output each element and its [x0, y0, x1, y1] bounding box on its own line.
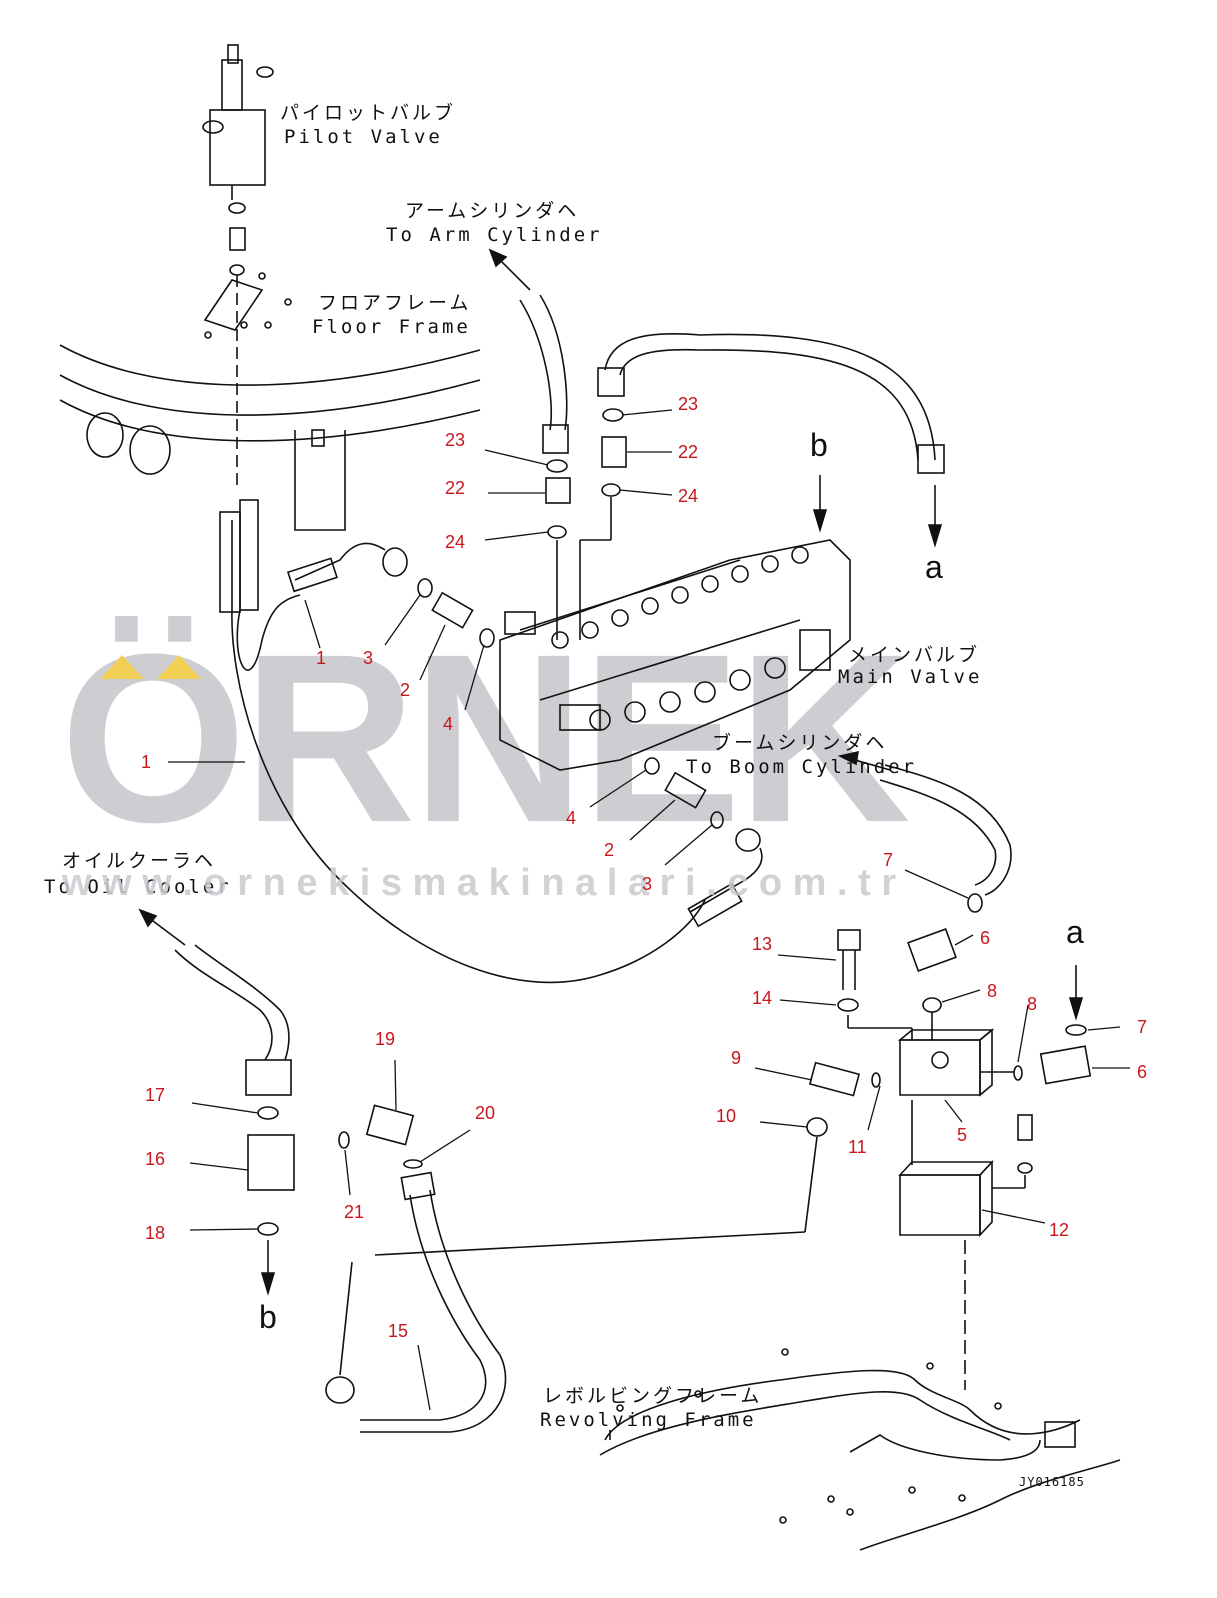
oil-cooler-label-jp: オイルクーラヘ [62, 850, 217, 872]
oil-cooler-label-en: To Oil Cooler [44, 876, 232, 898]
callout-6a: 6 [980, 928, 991, 948]
letter-b-bottom: b [259, 1299, 277, 1335]
callout-8a: 8 [987, 981, 998, 1001]
callout-7b: 7 [1137, 1017, 1148, 1037]
floor-frame-label-en: Floor Frame [312, 316, 471, 338]
callout-24a: 24 [445, 532, 466, 552]
callout-9: 9 [731, 1048, 742, 1068]
boom-cylinder-label-en: To Boom Cylinder [686, 756, 918, 778]
watermark-logo: ÖRNEK [60, 604, 911, 872]
callout-23a: 23 [445, 430, 466, 450]
callout-8b: 8 [1027, 994, 1038, 1014]
watermark-accent-right [157, 655, 201, 679]
pilot-valve-label-jp: パイロットバルブ [280, 102, 457, 124]
callout-18: 18 [145, 1223, 166, 1243]
pilot-valve-label-en: Pilot Valve [284, 126, 443, 148]
letter-a-right: a [1066, 914, 1084, 950]
callout-3b: 3 [642, 874, 653, 894]
callout-20: 20 [475, 1103, 496, 1123]
block-5-icon [897, 1028, 995, 1097]
callout-12: 12 [1049, 1220, 1070, 1240]
letter-b-top: b [810, 427, 828, 463]
revolving-frame-label-en: Revolving Frame [540, 1409, 757, 1431]
callout-21: 21 [344, 1202, 365, 1222]
callout-19: 19 [375, 1029, 396, 1049]
floor-frame-label-jp: フロアフレーム [318, 292, 472, 314]
block-12-icon [898, 1159, 994, 1238]
callout-1a: 1 [316, 648, 327, 668]
boom-cylinder-label-jp: ブームシリンダヘ [712, 732, 888, 754]
callout-24b: 24 [678, 486, 699, 506]
revolving-frame-label-jp: レボルビングフレーム [543, 1385, 763, 1407]
watermark-accent-left [100, 655, 144, 679]
watermark-url: w w w . o r n e k i s m a k i n a l a r … [62, 862, 897, 904]
callout-14: 14 [752, 988, 773, 1008]
pilot-valve-icon [202, 44, 274, 200]
arm-cylinder-label-en: To Arm Cylinder [386, 224, 603, 246]
callout-11: 11 [848, 1137, 867, 1157]
main-valve-label-jp: メインバルブ [848, 644, 981, 666]
callout-23b: 23 [678, 394, 699, 414]
callout-10: 10 [716, 1106, 737, 1126]
callout-5: 5 [957, 1125, 968, 1145]
callout-22b: 22 [678, 442, 699, 462]
callout-2a: 2 [400, 680, 411, 700]
letter-a-top: a [925, 549, 943, 585]
callout-4b: 4 [566, 808, 577, 828]
callout-15: 15 [388, 1321, 409, 1341]
callout-2b: 2 [604, 840, 615, 860]
main-valve-label-en: Main Valve [838, 666, 983, 688]
callout-1b: 1 [141, 752, 152, 772]
callout-22a: 22 [445, 478, 466, 498]
main-valve-icon [499, 539, 851, 771]
arm-cylinder-label-jp: アームシリンダヘ [405, 200, 580, 222]
callout-6b: 6 [1137, 1062, 1148, 1082]
callout-13: 13 [752, 934, 773, 954]
drawing-code: JY016185 [1019, 1475, 1085, 1489]
callout-3a: 3 [363, 648, 374, 668]
callout-17: 17 [145, 1085, 166, 1105]
callout-4a: 4 [443, 714, 454, 734]
callout-16: 16 [145, 1149, 166, 1169]
callout-7a: 7 [883, 850, 894, 870]
